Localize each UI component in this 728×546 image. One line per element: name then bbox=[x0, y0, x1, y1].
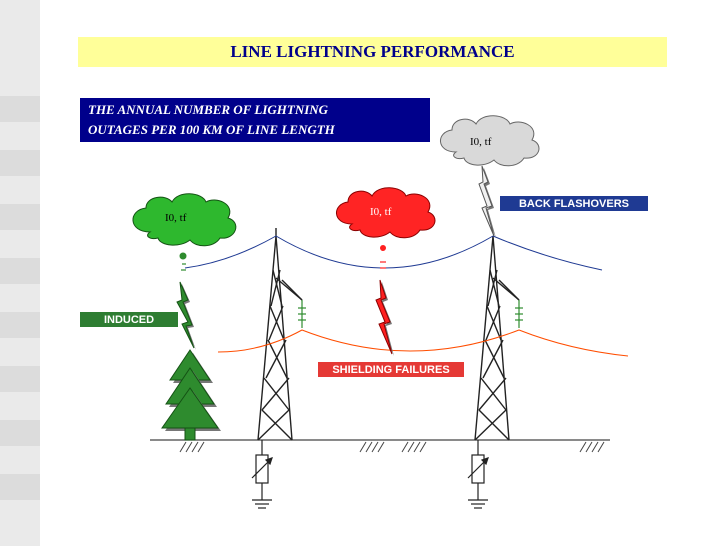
shield-wire bbox=[184, 235, 603, 271]
ground-resistor-left bbox=[251, 440, 273, 509]
description-box: THE ANNUAL NUMBER OF LIGHTNING OUTAGES P… bbox=[80, 98, 430, 142]
phase-conductor bbox=[217, 329, 629, 357]
shielding-failures-label: SHIELDING FAILURES bbox=[318, 362, 464, 377]
gray-cloud-icon bbox=[440, 115, 540, 167]
ground-resistor-right bbox=[467, 440, 489, 509]
back-flashovers-label: BACK FLASHOVERS bbox=[500, 196, 648, 211]
description-line-1: THE ANNUAL NUMBER OF LIGHTNING bbox=[88, 102, 329, 117]
red-cloud-icon bbox=[336, 187, 436, 239]
induced-label: INDUCED bbox=[80, 312, 178, 327]
sidebar-decoration bbox=[0, 0, 40, 546]
green-cloud-icon bbox=[132, 193, 237, 247]
gray-lightning-icon bbox=[478, 165, 496, 238]
gray-cloud-label: I0, tf bbox=[470, 136, 492, 148]
ground-hatching bbox=[179, 441, 605, 453]
tree-icon bbox=[161, 349, 221, 441]
red-cloud-label: I0, tf bbox=[370, 206, 392, 218]
tower-right bbox=[474, 235, 520, 441]
green-lightning-icon bbox=[176, 252, 196, 350]
description-line-2: OUTAGES PER 100 KM OF LINE LENGTH bbox=[88, 122, 335, 137]
page-title: LINE LIGHTNING PERFORMANCE bbox=[78, 37, 667, 67]
insulator-right bbox=[515, 300, 523, 328]
green-cloud-label: I0, tf bbox=[165, 212, 187, 224]
insulator-left bbox=[298, 300, 306, 328]
tower-left bbox=[257, 228, 303, 441]
red-lightning-icon bbox=[375, 245, 394, 356]
